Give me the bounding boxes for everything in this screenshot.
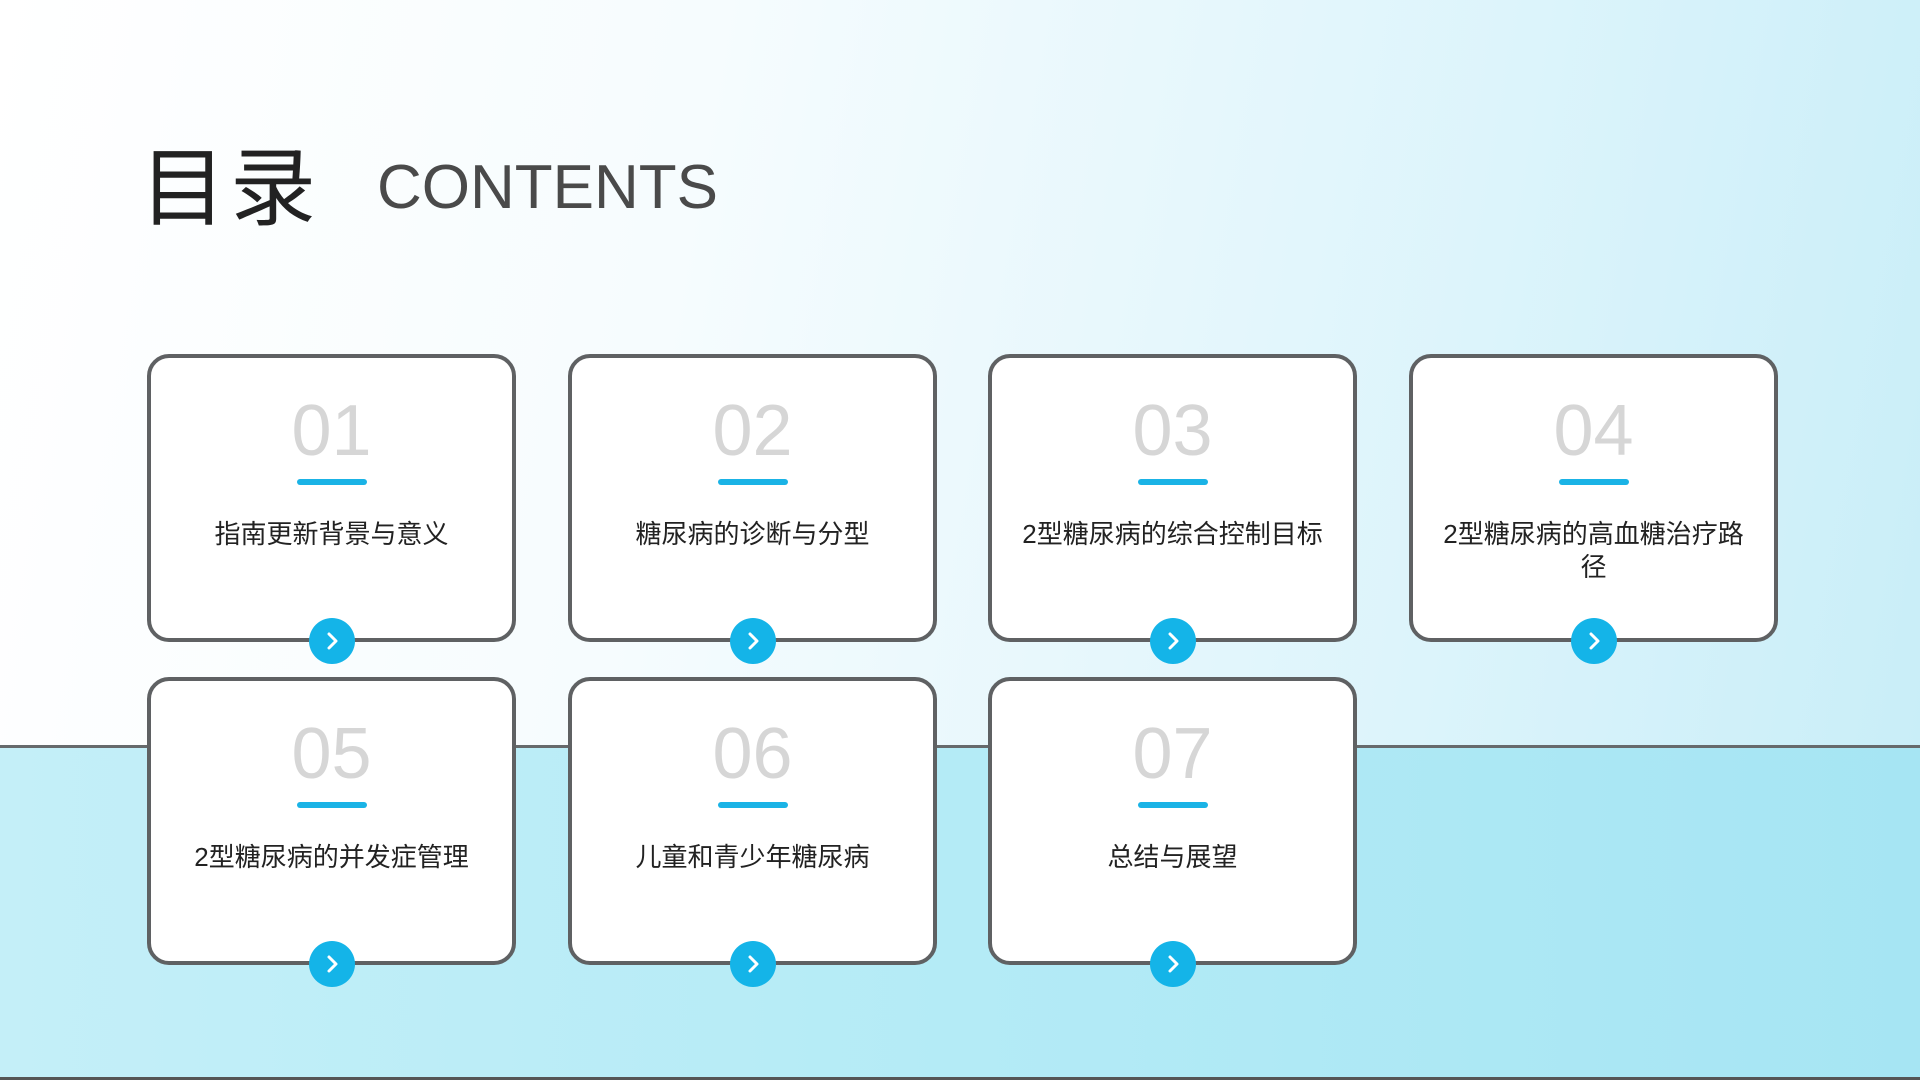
card-label: 2型糖尿病的综合控制目标 [1022, 519, 1323, 549]
card-label: 糖尿病的诊断与分型 [635, 519, 870, 549]
contents-card-04[interactable]: 04 2型糖尿病的高血糖治疗路径 [1409, 354, 1778, 664]
card-number: 07 [1132, 714, 1213, 794]
chevron-right-icon[interactable] [729, 618, 776, 664]
accent-bar [296, 802, 367, 808]
accent-bar [1558, 479, 1629, 485]
card-label: 儿童和青少年糖尿病 [635, 842, 870, 872]
chevron-right-icon[interactable] [308, 941, 355, 987]
bottom-line [0, 1077, 1920, 1080]
contents-card-07[interactable]: 07 总结与展望 [988, 677, 1357, 987]
contents-card-05[interactable]: 05 2型糖尿病的并发症管理 [147, 677, 516, 987]
chevron-right-icon[interactable] [308, 618, 355, 664]
card-label: 2型糖尿病的高血糖治疗路径 [1443, 519, 1744, 582]
card-label: 总结与展望 [1107, 842, 1238, 872]
chevron-right-icon[interactable] [729, 941, 776, 987]
accent-bar [717, 802, 788, 808]
divider-line [0, 745, 1920, 748]
contents-card-06[interactable]: 06 儿童和青少年糖尿病 [568, 677, 937, 987]
accent-bar [1137, 479, 1208, 485]
accent-bar [296, 479, 367, 485]
card-number: 01 [291, 391, 372, 471]
page-subtitle: CONTENTS [377, 153, 718, 222]
chevron-right-icon[interactable] [1149, 618, 1196, 664]
contents-card-03[interactable]: 03 2型糖尿病的综合控制目标 [988, 354, 1357, 664]
card-number: 05 [291, 714, 372, 794]
page-title: 目录 [140, 139, 320, 239]
accent-bar [717, 479, 788, 485]
card-label: 指南更新背景与意义 [214, 519, 449, 549]
card-number: 04 [1553, 391, 1634, 471]
card-number: 06 [712, 714, 793, 794]
chevron-right-icon[interactable] [1149, 941, 1196, 987]
card-label: 2型糖尿病的并发症管理 [194, 842, 469, 872]
contents-card-02[interactable]: 02 糖尿病的诊断与分型 [568, 354, 937, 664]
accent-bar [1137, 802, 1208, 808]
chevron-right-icon[interactable] [1570, 618, 1617, 664]
contents-card-01[interactable]: 01 指南更新背景与意义 [147, 354, 516, 664]
card-number: 02 [712, 391, 793, 471]
card-number: 03 [1132, 391, 1213, 471]
